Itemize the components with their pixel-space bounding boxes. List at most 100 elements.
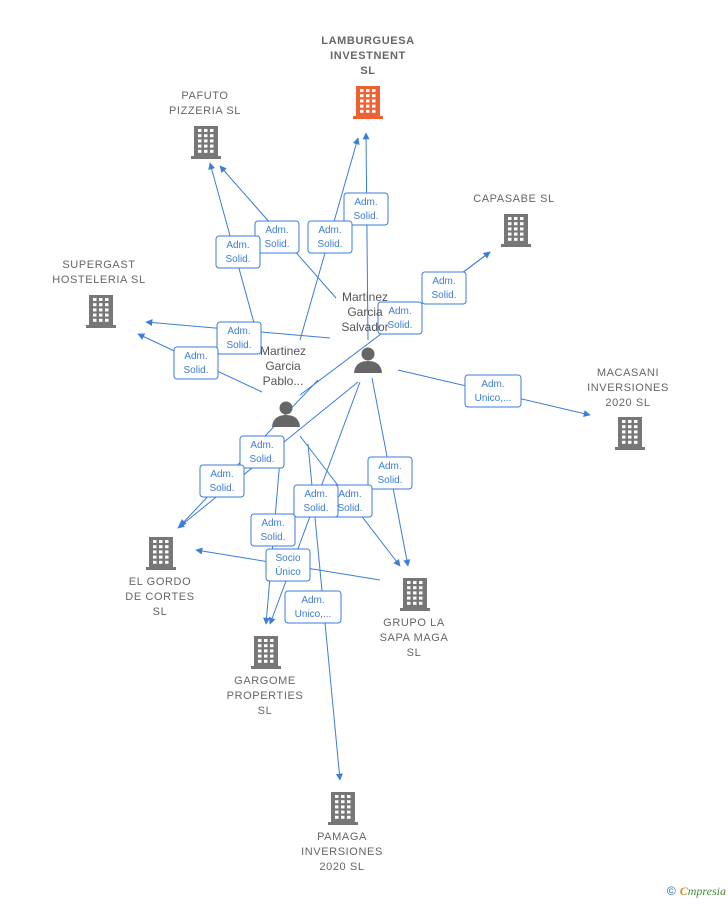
building-window	[258, 639, 262, 642]
building-window	[204, 139, 208, 143]
brand-name: mpresia	[687, 884, 726, 898]
brand-footer[interactable]: ©Cmpresia	[667, 884, 726, 899]
building-window	[335, 800, 339, 804]
company-name-gargome[interactable]: PROPERTIES	[227, 690, 304, 702]
building-icon[interactable]	[400, 578, 430, 611]
building-window	[153, 560, 157, 564]
building-icon[interactable]	[191, 126, 221, 159]
edge-label-pablo-pamaga[interactable]: Adm.Unico,...	[284, 590, 342, 624]
company-name-grupo[interactable]: SAPA MAGA	[380, 632, 449, 644]
company-name-gargome[interactable]: GARGOME	[234, 675, 296, 687]
person-node-pablo[interactable]: MartinezGarciaPablo...	[260, 344, 306, 427]
edge-label-pablo-gargome[interactable]: Adm.Solid.	[250, 513, 296, 547]
company-node-grupo[interactable]: GRUPO LA SAPA MAGA SL	[380, 578, 449, 659]
building-window	[360, 104, 364, 108]
edge-label-box	[173, 346, 219, 380]
company-name-lamburguesa[interactable]: SL	[360, 65, 375, 77]
building-window	[99, 298, 103, 301]
company-name-lamburguesa[interactable]: LAMBURGUESA	[321, 35, 414, 47]
building-window	[264, 659, 268, 663]
company-name-elgordo[interactable]: DE CORTES	[125, 591, 194, 603]
edge-label-pablo-lamburguesa[interactable]: Adm.Solid.	[307, 220, 353, 254]
person-name-salvador[interactable]: Garcia	[347, 305, 383, 319]
building-window	[165, 540, 169, 543]
company-name-supergast[interactable]: SUPERGAST	[62, 259, 135, 271]
company-name-macasani[interactable]: INVERSIONES	[587, 382, 669, 394]
edge-label-box	[215, 235, 261, 269]
building-window	[514, 227, 518, 231]
edge-label-salvador-elgordo[interactable]: Adm.Solid.	[239, 435, 285, 469]
company-name-grupo[interactable]: GRUPO LA	[383, 617, 445, 629]
building-window	[270, 639, 274, 642]
building-window	[419, 586, 423, 590]
person-name-pablo[interactable]: Pablo...	[263, 374, 304, 388]
building-window	[99, 318, 103, 322]
company-name-supergast[interactable]: HOSTELERIA SL	[52, 274, 145, 286]
company-node-pafuto[interactable]: PAFUTO PIZZERIA SL	[169, 90, 241, 159]
building-icon[interactable]	[353, 86, 383, 119]
edge-label-pablo-pafuto[interactable]: Adm.Solid.	[215, 235, 261, 269]
company-name-capasabe[interactable]: CAPASABE SL	[473, 193, 555, 205]
company-name-pamaga[interactable]: 2020 SL	[319, 861, 364, 873]
building-icon[interactable]	[501, 214, 531, 247]
edge-label-box	[307, 220, 353, 254]
person-name-salvador[interactable]: Martinez	[342, 290, 388, 304]
building-base	[328, 822, 358, 825]
edge-label-salvador-macasani[interactable]: Adm.Unico,...	[464, 374, 522, 408]
person-icon[interactable]	[354, 347, 382, 374]
company-name-pamaga[interactable]: PAMAGA	[317, 831, 367, 843]
company-name-gargome[interactable]: SL	[258, 705, 273, 717]
building-icon[interactable]	[86, 295, 116, 328]
company-node-macasani[interactable]: MACASANI INVERSIONES 2020 SL	[587, 367, 669, 450]
company-name-elgordo[interactable]: EL GORDO	[129, 576, 191, 588]
company-name-macasani[interactable]: 2020 SL	[605, 397, 650, 409]
edge-label-salvador-capasabe[interactable]: Adm.Solid.	[421, 271, 467, 305]
building-window	[258, 644, 262, 648]
company-node-supergast[interactable]: SUPERGAST HOSTELERIA SL	[52, 259, 145, 328]
edge-label-text: Solid.	[264, 239, 289, 250]
edge-labels-layer: Adm.Solid.Adm.Solid.Adm.Solid.Adm.Solid.…	[173, 192, 522, 624]
company-node-capasabe[interactable]: CAPASABE SL	[473, 193, 555, 247]
building-window	[372, 89, 376, 92]
person-name-pablo[interactable]: Garcia	[265, 359, 301, 373]
company-node-pamaga[interactable]: PAMAGA INVERSIONES 2020 SL	[301, 792, 383, 873]
building-window	[508, 217, 512, 220]
building-icon[interactable]	[146, 537, 176, 570]
edge-label-salvador-supergast[interactable]: Adm.Solid.	[216, 321, 262, 355]
edge-label-salvador-grupo[interactable]: Adm.Solid.	[367, 456, 413, 490]
building-window	[210, 144, 214, 148]
building-icon[interactable]	[251, 636, 281, 669]
edge-label-salvador-pafuto[interactable]: Adm.Solid.	[254, 220, 300, 254]
edge-label-salvador-gargome[interactable]: Adm.Solid.	[293, 484, 339, 518]
company-node-lamburguesa[interactable]: LAMBURGUESA INVESTNENT SL	[321, 35, 414, 119]
edge-label-pablo-elgordo[interactable]: Adm.Solid.	[199, 464, 245, 498]
edge-label-pablo-supergast[interactable]: Adm.Solid.	[173, 346, 219, 380]
edge-label-text: Adm.	[354, 197, 377, 208]
person-name-pablo[interactable]: Martinez	[260, 344, 306, 358]
edge-label-pablo-capasabe[interactable]: Adm.Solid.	[377, 301, 423, 335]
company-name-macasani[interactable]: MACASANI	[597, 367, 659, 379]
person-head	[361, 347, 375, 361]
company-name-grupo[interactable]: SL	[407, 647, 422, 659]
company-node-elgordo[interactable]: EL GORDO DE CORTES SL	[125, 537, 194, 618]
company-name-lamburguesa[interactable]: INVESTNENT	[330, 50, 406, 62]
building-icon[interactable]	[328, 792, 358, 825]
building-window	[628, 425, 632, 429]
company-name-elgordo[interactable]: SL	[153, 606, 168, 618]
company-node-gargome[interactable]: GARGOME PROPERTIES SL	[227, 636, 304, 717]
person-icon[interactable]	[272, 401, 300, 428]
building-icon[interactable]	[615, 417, 645, 450]
building-window	[210, 134, 214, 138]
edge-label-salvador-lamburguesa[interactable]: Adm.Solid.	[343, 192, 389, 226]
company-name-pamaga[interactable]: INVERSIONES	[301, 846, 383, 858]
building-window	[198, 139, 202, 143]
building-window	[258, 649, 262, 653]
person-name-salvador[interactable]: Salvador	[341, 320, 388, 334]
building-base	[501, 244, 531, 247]
company-name-pafuto[interactable]: PAFUTO	[181, 90, 228, 102]
building-window	[360, 94, 364, 98]
company-name-pafuto[interactable]: PIZZERIA SL	[169, 105, 241, 117]
